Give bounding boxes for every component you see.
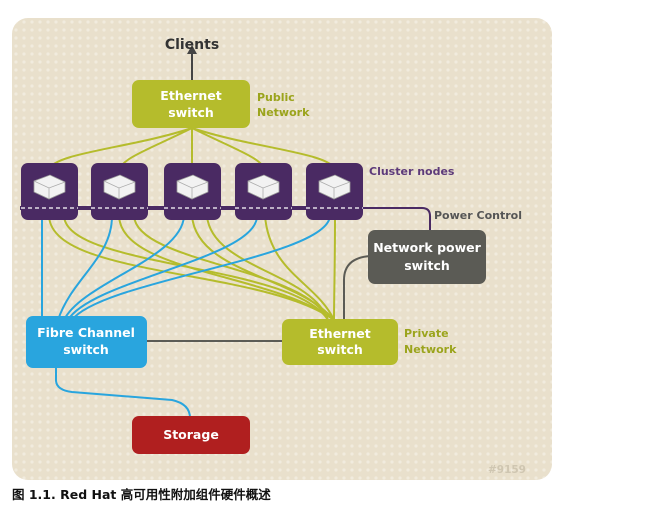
- figure-caption: 图 1.1. Red Hat 高可用性附加组件硬件概述: [12, 487, 271, 502]
- server-icon: [33, 174, 66, 200]
- private-links: [48, 215, 336, 321]
- server-icon: [247, 174, 280, 200]
- fibre-links: [41, 215, 331, 321]
- fibre-switch-line2: switch: [63, 342, 109, 357]
- public-network-line2: Network: [257, 106, 310, 119]
- private-switch-line1: Ethernet: [309, 326, 370, 341]
- power-control-label: Power Control: [434, 209, 522, 222]
- storage-box: [132, 416, 250, 454]
- storage-label: Storage: [163, 427, 219, 442]
- server-icon: [103, 174, 136, 200]
- cluster-nodes-label: Cluster nodes: [369, 165, 455, 178]
- power-switch-line2: switch: [404, 258, 450, 273]
- storage-link: [55, 368, 191, 419]
- public-network-line1: Public: [257, 91, 295, 104]
- power-to-private-line: [343, 255, 371, 320]
- private-network-line1: Private: [404, 327, 449, 340]
- network-power-switch: [368, 230, 486, 284]
- server-icon: [318, 174, 351, 200]
- clients-label: Clients: [165, 37, 219, 53]
- cluster-node: [164, 163, 221, 220]
- server-icon: [176, 174, 209, 200]
- public-ethernet-switch: [132, 80, 250, 128]
- private-switch-line2: switch: [317, 342, 363, 357]
- fibre-switch-line1: Fibre Channel: [37, 325, 135, 340]
- public-switch-line1: Ethernet: [160, 88, 221, 103]
- fibre-channel-switch: [26, 316, 147, 368]
- power-control-line: [352, 207, 431, 230]
- private-ethernet-switch: [282, 319, 398, 365]
- cluster-node: [21, 163, 78, 220]
- public-switch-line2: switch: [168, 105, 214, 120]
- cluster-node: [306, 163, 363, 220]
- figure-number: #9159: [488, 464, 526, 476]
- cluster-node: [91, 163, 148, 220]
- cluster-node: [235, 163, 292, 220]
- cluster-diagram: Clients Ethernet switch Public Network C…: [12, 18, 552, 480]
- private-network-line2: Network: [404, 343, 457, 356]
- power-switch-line1: Network power: [373, 240, 481, 255]
